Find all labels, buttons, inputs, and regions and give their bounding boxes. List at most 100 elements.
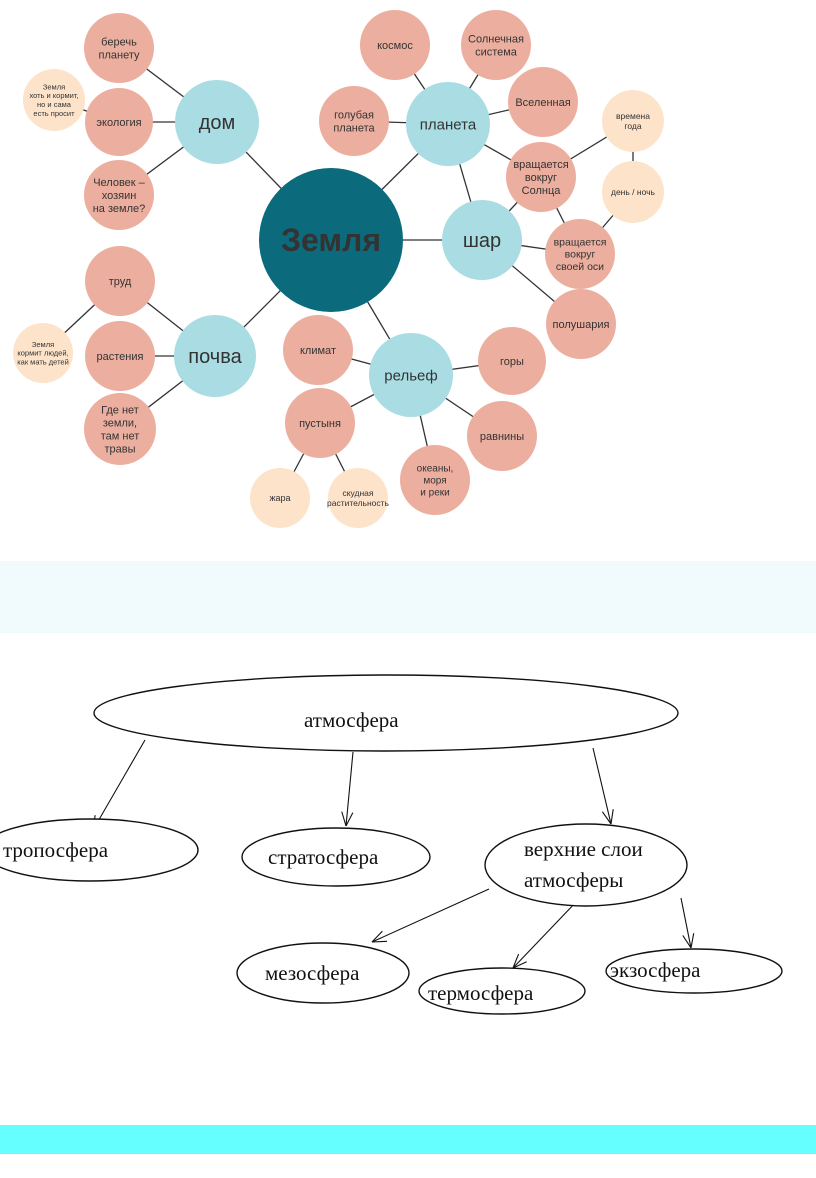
- node-rasteniya-label: растения: [97, 351, 144, 363]
- node-ravniny-circle: [467, 401, 537, 471]
- node-solnechnaya-circle: [461, 10, 531, 80]
- node-zemlya-kormit-circle: [23, 69, 85, 131]
- node-zhara-circle: [250, 468, 310, 528]
- ellipse-troposfera-label: тропосфера: [3, 838, 109, 862]
- node-pustynya-label: пустыня: [299, 418, 341, 430]
- node-ravniny-label: равнины: [480, 431, 524, 443]
- node-relef-label: рельеф: [384, 367, 437, 384]
- node-dom-label: дом: [199, 112, 236, 134]
- arrow-atmosfera-to-troposfera: [92, 739, 146, 831]
- ellipse-stratosfera: стратосфера: [241, 827, 431, 887]
- ellipse-stratosfera-label: стратосфера: [268, 845, 379, 869]
- cyan-divider-band: [0, 1125, 816, 1154]
- node-zhara: жара: [250, 468, 310, 528]
- node-zemlya: Земля: [259, 168, 403, 312]
- node-vrashchaetsya-osi-circle: [545, 219, 615, 289]
- node-dom: дом: [175, 80, 259, 164]
- ellipse-stratosfera-shape: [241, 827, 431, 887]
- node-pochva: почва: [174, 315, 256, 397]
- node-berech-circle: [84, 13, 154, 83]
- node-shar-label: шар: [463, 230, 501, 252]
- node-golubaya-circle: [319, 86, 389, 156]
- ellipse-atmosfera-shape: [93, 674, 679, 752]
- atmosphere-diagram: атмосфера тропосфера стратосфера верхние сл…: [0, 674, 783, 1015]
- ellipse-mezosfera: мезосфера: [236, 942, 410, 1004]
- ellipse-termosfera-shape: [418, 967, 586, 1015]
- node-shar-circle: [442, 200, 522, 280]
- atmosphere-nodes: атмосфера тропосфера стратосфера верхние сл…: [0, 674, 783, 1015]
- node-skudnaya-circle: [328, 468, 388, 528]
- ellipse-mezosfera-shape: [236, 942, 410, 1004]
- node-kosmos-label: космос: [377, 40, 413, 52]
- node-zemlya-label: Земля: [281, 222, 381, 258]
- node-planeta-label: планета: [420, 116, 477, 133]
- ellipse-atmosfera: атмосфера: [93, 674, 679, 752]
- node-pustynya-circle: [285, 388, 355, 458]
- node-vrashchaetsya-solnca-circle: [506, 142, 576, 212]
- ellipse-atmosfera-label: атмосфера: [304, 708, 399, 732]
- node-gory-label: горы: [500, 356, 524, 368]
- arrow-verkhnie-to-ekzosfera: [680, 897, 695, 949]
- node-relef-circle: [369, 333, 453, 417]
- arrow-atmosfera-to-verkhnie: [592, 747, 614, 825]
- ellipse-ekzosfera-label: экзосфера: [610, 958, 701, 982]
- node-polushariya: полушария: [546, 289, 616, 359]
- node-ravniny: равнины: [467, 401, 537, 471]
- node-vselennaya-circle: [508, 67, 578, 137]
- node-gory-circle: [478, 327, 546, 395]
- node-vremena-goda-circle: [602, 90, 664, 152]
- node-zhara-label: жара: [269, 493, 290, 503]
- arrow-atmosfera-to-stratosfera: [341, 751, 354, 827]
- node-klimat-circle: [283, 315, 353, 385]
- arrow-verkhnie-to-termosfera: [512, 899, 579, 969]
- node-zemlya-kormit-lyudey-circle: [13, 323, 73, 383]
- atmosphere-arrows: [92, 739, 695, 969]
- node-trud-circle: [85, 246, 155, 316]
- node-relef: рельеф: [369, 333, 453, 417]
- ellipse-verkhnie-shape: [484, 823, 688, 907]
- node-kosmos: космос: [360, 10, 430, 80]
- node-gde-net-circle: [84, 393, 156, 465]
- node-gory: горы: [478, 327, 546, 395]
- node-planeta-circle: [406, 82, 490, 166]
- node-vselennaya: Вселенная: [508, 67, 578, 137]
- ellipse-troposfera: тропосфера: [0, 818, 199, 882]
- ellipse-termosfera-label: термосфера: [428, 981, 534, 1005]
- node-trud: труд: [85, 246, 155, 316]
- node-klimat: климат: [283, 315, 353, 385]
- node-pochva-circle: [174, 315, 256, 397]
- ellipse-ekzosfera-shape: [605, 948, 783, 994]
- node-polushariya-label: полушария: [553, 319, 610, 331]
- node-den-noch-circle: [602, 161, 664, 223]
- node-kosmos-circle: [360, 10, 430, 80]
- node-rasteniya: растения: [85, 321, 155, 391]
- node-ekologiya-circle: [85, 88, 153, 156]
- node-shar: шар: [442, 200, 522, 280]
- node-klimat-label: климат: [300, 345, 336, 357]
- light-blue-divider-band: [0, 561, 816, 633]
